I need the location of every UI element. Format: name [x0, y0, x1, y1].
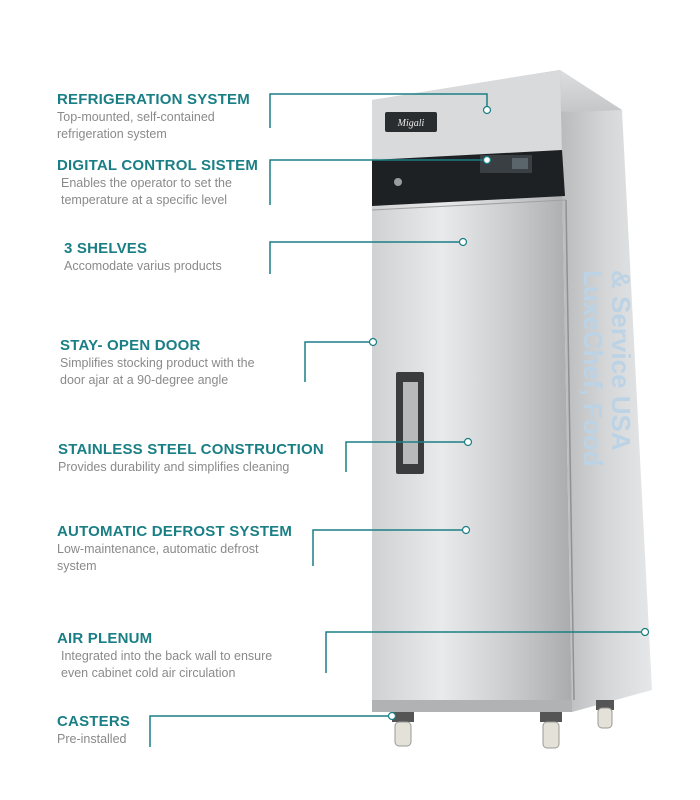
callout-title: REFRIGERATION SYSTEM — [57, 91, 250, 108]
callout-title: AIR PLENUM — [57, 630, 153, 647]
brand-logo-text: Migali — [397, 118, 425, 129]
caster-front-left — [392, 712, 414, 747]
callout-title: CASTERS — [57, 713, 131, 730]
callout-desc-line: Provides durability and simplifies clean… — [58, 460, 290, 474]
caster-rear-right — [596, 700, 614, 729]
callout-refrigeration-system: REFRIGERATION SYSTEM Top-mounted, self-c… — [57, 91, 250, 142]
caster-front-right — [540, 712, 562, 749]
callout-casters: CASTERS Pre-installed — [57, 713, 130, 747]
cabinet-side-panel — [560, 70, 652, 712]
callout-desc-line: Pre-installed — [57, 732, 127, 746]
watermark-line-2: & Service USA — [606, 270, 636, 451]
callout-desc-line: temperature at a specific level — [61, 193, 228, 207]
callout-title: DIGITAL CONTROL SISTEM — [57, 157, 259, 174]
callout-desc-line: system — [57, 559, 97, 573]
callout-desc-line: Accomodate varius products — [64, 259, 222, 273]
callout-title: AUTOMATIC DEFROST SYSTEM — [57, 523, 293, 540]
callout-shelves: 3 SHELVES Accomodate varius products — [64, 240, 222, 274]
callout-desc-line: even cabinet cold air circulation — [61, 666, 236, 680]
callout-stay-open-door: STAY- OPEN DOOR Simplifies stocking prod… — [60, 337, 255, 388]
callout-desc-line: Enables the operator to set the — [61, 176, 232, 190]
header-panel — [372, 70, 562, 158]
callout-desc-line: Simplifies stocking product with the — [60, 356, 255, 370]
callout-desc-line: Low-maintenance, automatic defrost — [57, 542, 259, 556]
callout-desc-line: Integrated into the back wall to ensure — [61, 649, 273, 663]
callout-desc-line: door ajar at a 90-degree angle — [60, 373, 229, 387]
cabinet-front — [372, 70, 572, 712]
callout-automatic-defrost: AUTOMATIC DEFROST SYSTEM Low-maintenance… — [57, 523, 292, 574]
callout-stainless-steel: STAINLESS STEEL CONSTRUCTION Provides du… — [58, 441, 324, 475]
watermark: LuxeChef, Food & Service USA — [578, 270, 636, 466]
callout-desc-line: refrigeration system — [57, 127, 167, 141]
callout-digital-control: DIGITAL CONTROL SISTEM Enables the opera… — [57, 157, 258, 208]
watermark-line-1: LuxeChef, Food — [578, 270, 608, 466]
callout-air-plenum: AIR PLENUM Integrated into the back wall… — [57, 630, 272, 681]
callout-title: 3 SHELVES — [64, 240, 148, 257]
callout-title: STAINLESS STEEL CONSTRUCTION — [58, 441, 324, 458]
callout-desc-line: Top-mounted, self-contained — [57, 110, 215, 124]
callout-title: STAY- OPEN DOOR — [60, 337, 201, 354]
brand-plate — [385, 112, 437, 132]
